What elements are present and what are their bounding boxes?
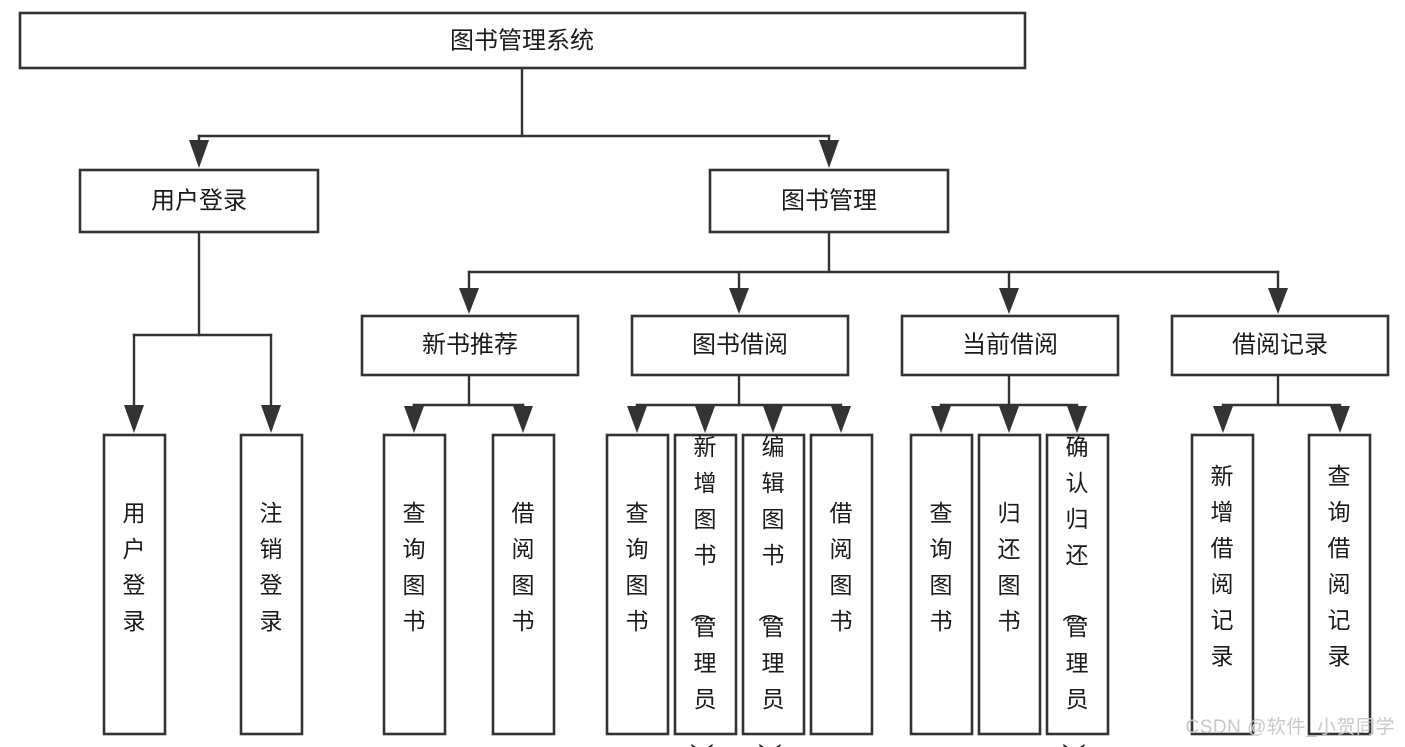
connector-group-user-login [124,230,281,433]
node-new-book-recommend-label: 新书推荐 [422,331,518,358]
leaf-node[interactable]: 新增借阅记录 [1190,433,1255,736]
arrowhead-root-to-user-login [189,140,209,168]
node-current-borrow-box[interactable] [900,314,1120,377]
leaf-bb-edit-book-box[interactable] [741,433,806,736]
node-user-login-label: 用户登录 [151,187,247,214]
arrowhead-to-leaf-user-login [124,405,144,433]
leaf-cb-return-book-box[interactable] [977,433,1042,736]
arrowhead-cb-leaf-2 [999,406,1019,433]
leaf-node[interactable]: 新增图书（管理员） [673,433,738,747]
node-book-borrow-box[interactable] [630,314,850,377]
arrowhead-to-book-borrow [729,288,749,314]
node-user-login-box[interactable] [78,168,320,234]
node-book-borrow-label: 图书借阅 [692,331,788,358]
node-root-box[interactable] [18,11,1027,70]
leaf-node[interactable]: 确认归还（管理员） [1045,433,1110,747]
arrowhead-bb-leaf-3 [763,406,783,433]
leaf-cb-query-book-box[interactable] [909,433,974,736]
arrowhead-br-leaf-2 [1330,406,1350,433]
leaf-node[interactable]: 注销登录 [239,433,304,736]
arrowhead-bb-leaf-2 [695,406,715,433]
leaf-cb-confirm-return-label: 确认归还（管理员） [1061,434,1089,747]
node-new-book-recommend[interactable]: 新书推荐 [360,314,580,377]
leaf-bb-add-book-box[interactable] [673,433,738,736]
connector-group-book-mgmt [459,230,1288,314]
leaf-bb-borrow-book-label: 借阅图书 [830,500,853,634]
arrowhead-bb-leaf-4 [831,406,851,433]
node-current-borrow[interactable]: 当前借阅 [900,314,1120,377]
leaf-node[interactable]: 归还图书 [977,433,1042,736]
node-borrow-record-box[interactable] [1170,314,1390,377]
arrowhead-cb-leaf-1 [931,406,951,433]
leaf-logout-box[interactable] [239,433,304,736]
leaf-cb-confirm-return-box[interactable] [1045,433,1110,736]
node-user-login[interactable]: 用户登录 [78,168,320,234]
connector-group-root [189,66,839,168]
node-borrow-record[interactable]: 借阅记录 [1170,314,1390,377]
leaf-node[interactable]: 编辑图书（管理员） [741,433,806,747]
node-book-management-label: 图书管理 [781,187,877,214]
connector-group-borrow-record [1213,373,1350,433]
leaf-bb-query-book-label: 查询图书 [626,500,649,634]
leaf-nbr-borrow-book-box[interactable] [491,433,556,736]
leaf-nbr-query-book-label: 查询图书 [403,500,426,634]
arrowhead-root-to-book-mgmt [819,140,839,168]
leaf-node[interactable]: 查询图书 [909,433,974,736]
node-root-label: 图书管理系统 [450,27,594,54]
arrowhead-to-leaf-logout [261,405,281,433]
leaf-node[interactable]: 用户登录 [102,433,167,736]
leaf-br-add-record-box[interactable] [1190,433,1255,736]
leaf-node[interactable]: 借阅图书 [809,433,874,736]
leaf-node[interactable]: 查询图书 [605,433,670,736]
arrowhead-nbr-leaf-1 [404,406,424,433]
leaf-nbr-borrow-book-label: 借阅图书 [512,500,535,634]
leaf-cb-return-book-label: 归还图书 [998,500,1021,634]
leaf-bb-borrow-book-box[interactable] [809,433,874,736]
node-book-management[interactable]: 图书管理 [708,168,950,234]
leaf-bb-add-book-label: 新增图书（管理员） [689,434,717,747]
arrowhead-to-borrow-record [1268,288,1288,314]
arrowhead-to-new-book-recommend [459,288,479,314]
leaf-node[interactable]: 查询借阅记录 [1307,433,1372,736]
leaf-bb-edit-book-label: 编辑图书（管理员） [757,434,785,747]
node-borrow-record-label: 借阅记录 [1232,331,1328,358]
leaf-user-login-label: 用户登录 [123,500,146,634]
connector-group-current-borrow [931,373,1087,433]
csdn-watermark: CSDN @软件_小贺同学 [1185,717,1395,738]
arrowhead-cb-leaf-3 [1067,406,1087,433]
leaf-logout-label: 注销登录 [260,500,283,634]
node-book-borrow[interactable]: 图书借阅 [630,314,850,377]
leaf-user-login-box[interactable] [102,433,167,736]
node-root[interactable]: 图书管理系统 [18,11,1027,70]
node-current-borrow-label: 当前借阅 [962,331,1058,358]
leaf-br-add-record-label: 新增借阅记录 [1211,463,1234,669]
leaf-br-query-record-box[interactable] [1307,433,1372,736]
node-new-book-recommend-box[interactable] [360,314,580,377]
node-book-management-box[interactable] [708,168,950,234]
leaf-node[interactable]: 查询图书 [382,433,447,736]
arrowhead-bb-leaf-1 [627,406,647,433]
arrowhead-to-current-borrow [999,288,1019,314]
leaf-br-query-record-label: 查询借阅记录 [1328,463,1351,669]
leaf-node[interactable]: 借阅图书 [491,433,556,736]
connector-group-book-borrow [627,373,851,433]
leaf-nbr-query-book-box[interactable] [382,433,447,736]
arrowhead-br-leaf-1 [1213,406,1233,433]
arrowhead-nbr-leaf-2 [513,406,533,433]
leaf-bb-query-book-box[interactable] [605,433,670,736]
leaf-cb-query-book-label: 查询图书 [930,500,953,634]
connector-group-new-book-recommend [404,373,533,433]
